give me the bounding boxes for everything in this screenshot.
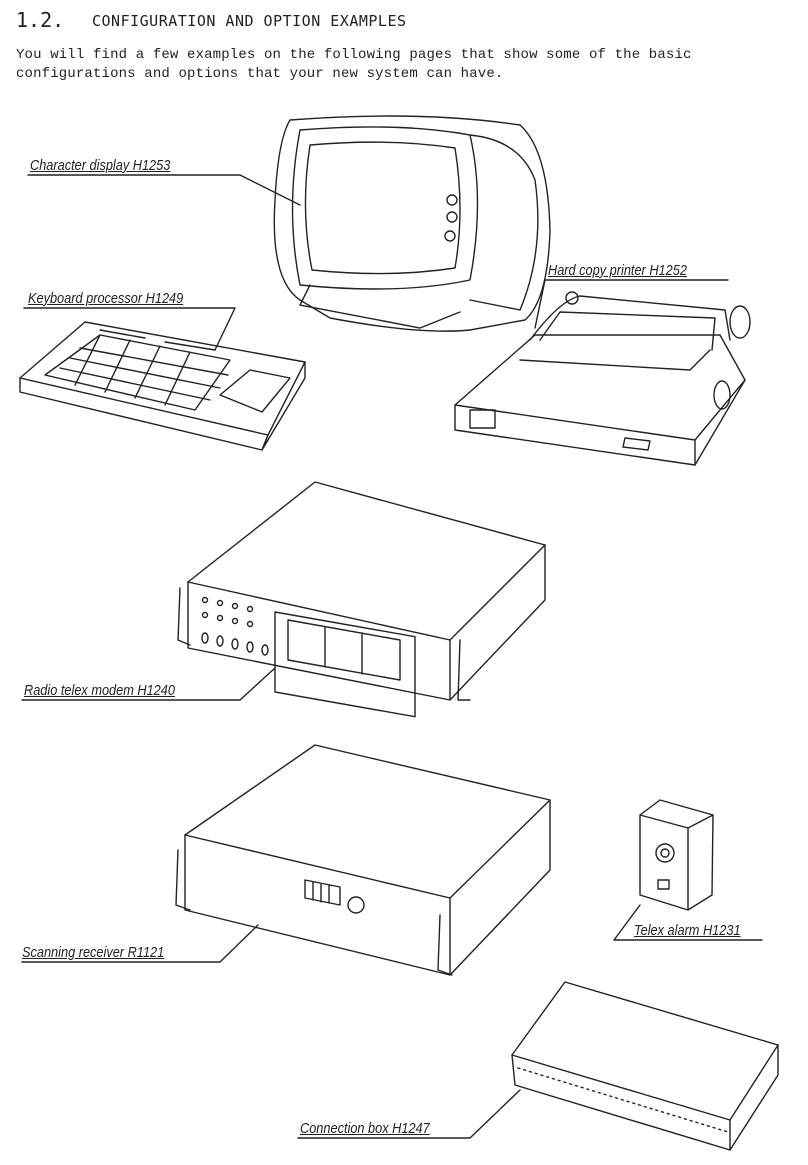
label-radio-telex-modem: Radio telex modem H1240 [24, 682, 175, 699]
radio-telex-modem-illustration [177, 481, 546, 718]
intro-paragraph: You will find a few examples on the foll… [16, 47, 692, 82]
section-number: 1.2. [16, 8, 65, 32]
section-title: CONFIGURATION AND OPTION EXAMPLES [92, 12, 407, 30]
label-scanning-receiver: Scanning receiver R1121 [22, 944, 165, 961]
character-display-illustration [273, 115, 551, 332]
label-connection-box: Connection box H1247 [300, 1120, 430, 1137]
label-character-display: Character display H1253 [30, 157, 171, 174]
label-telex-alarm: Telex alarm H1231 [634, 922, 741, 939]
leader-lines [21, 174, 763, 1139]
label-hard-copy-printer: Hard copy printer H1252 [548, 262, 687, 279]
keyboard-processor-illustration [19, 321, 306, 451]
connection-box-illustration [511, 981, 779, 1151]
telex-alarm-illustration [639, 799, 714, 911]
hard-copy-printer-illustration [454, 291, 751, 466]
label-keyboard-processor: Keyboard processor H1249 [28, 290, 184, 307]
scanning-receiver-illustration [175, 744, 551, 976]
